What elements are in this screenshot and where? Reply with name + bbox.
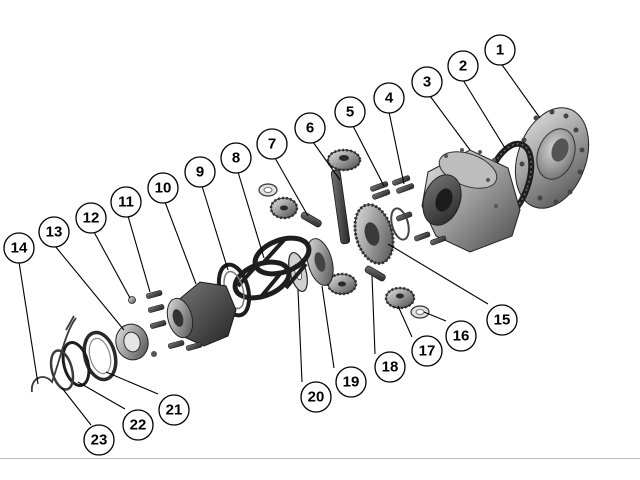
callout-label: 1	[496, 42, 504, 59]
callout-10: 10	[147, 172, 179, 204]
callout-label: 13	[46, 224, 63, 241]
callout-13: 13	[38, 216, 70, 248]
callout-4: 4	[373, 82, 405, 114]
leader-lines	[18, 61, 541, 426]
callout-15: 15	[486, 304, 518, 336]
callout-label: 8	[232, 150, 240, 167]
part-18-pin	[364, 265, 386, 282]
callout-3: 3	[411, 66, 443, 98]
callout-label: 2	[459, 58, 467, 75]
part-19-side-gear	[306, 238, 334, 286]
part-pinion-gear-top	[326, 148, 362, 172]
callout-label: 18	[382, 359, 399, 376]
callout-17: 17	[411, 335, 443, 367]
parts-artwork	[31, 107, 590, 393]
part-top-washer	[258, 183, 278, 197]
callout-18: 18	[374, 351, 406, 383]
callout-1: 1	[484, 34, 516, 66]
callout-label: 20	[308, 389, 325, 406]
callout-19: 19	[335, 366, 367, 398]
callout-6: 6	[294, 112, 326, 144]
bottom-divider	[0, 458, 640, 459]
callout-16: 16	[445, 320, 477, 352]
callout-21: 21	[158, 394, 190, 426]
callout-9: 9	[184, 156, 216, 188]
part-14-wire-spring	[31, 315, 77, 393]
callout-label: 22	[130, 417, 147, 434]
callout-label: 15	[494, 312, 511, 329]
callout-5: 5	[334, 96, 366, 128]
callout-2: 2	[447, 50, 479, 82]
part-16-washer	[410, 305, 430, 319]
callout-label: 21	[166, 402, 183, 419]
part-left-pinion-gear	[269, 196, 299, 220]
callout-label: 19	[343, 374, 360, 391]
callout-22: 22	[122, 409, 154, 441]
callout-label: 3	[423, 74, 431, 91]
callout-label: 5	[346, 104, 354, 121]
part-21-ring	[82, 330, 118, 382]
callout-label: 9	[196, 164, 204, 181]
callout-23: 23	[83, 424, 115, 456]
part-10-housing-cover	[166, 281, 237, 347]
callout-label: 11	[118, 194, 134, 211]
callout-label: 4	[385, 90, 394, 107]
callout-20: 20	[300, 381, 332, 413]
callouts: 1 2 3 4 5 6 7 8	[3, 34, 518, 456]
part-23-snap-ring	[49, 349, 75, 391]
part-4-5-pins	[370, 175, 447, 246]
callout-11: 11	[110, 186, 142, 218]
part-15-side-gear	[353, 203, 410, 265]
callout-label: 7	[268, 136, 276, 153]
part-17-pinion-gear	[384, 286, 416, 310]
part-12-plug	[128, 296, 136, 304]
part-3-differential-case	[421, 148, 521, 253]
part-7-pin	[300, 211, 322, 228]
callout-label: 16	[453, 328, 470, 345]
callout-label: 10	[155, 180, 172, 197]
part-13-bearing	[115, 323, 157, 361]
callout-7: 7	[256, 128, 288, 160]
callout-label: 6	[306, 120, 314, 137]
part-11-bolts	[145, 290, 203, 351]
part-8-clutch-cage	[232, 235, 312, 301]
callout-12: 12	[75, 202, 107, 234]
callout-8: 8	[220, 142, 252, 174]
callout-label: 17	[419, 343, 436, 360]
callout-14: 14	[3, 232, 35, 264]
part-22-retaining-ring	[61, 341, 91, 387]
part-6-cross-shaft	[330, 169, 351, 245]
callout-label: 14	[11, 240, 28, 257]
callout-label: 12	[83, 210, 100, 227]
callout-label: 23	[91, 432, 108, 449]
